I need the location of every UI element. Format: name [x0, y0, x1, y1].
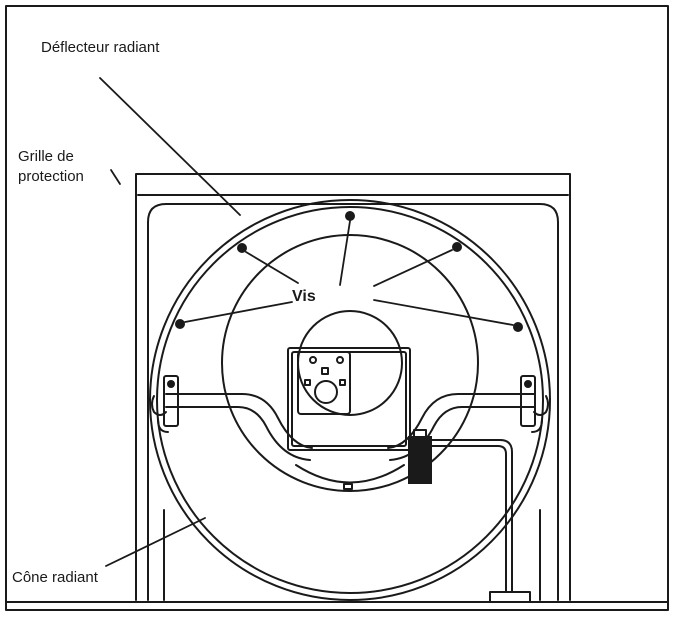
cone-leader-line: [105, 517, 206, 567]
screw-upper-left: [237, 243, 247, 253]
radiant-cone: [149, 199, 551, 601]
label-grille-de-protection: Grille de protection: [18, 147, 84, 187]
control-box: [287, 347, 411, 490]
label-vis: Vis: [292, 288, 316, 305]
deflector-leader-line: [99, 77, 241, 216]
screw-leader-lines: [184, 220, 514, 326]
label-cone-radiant: Cône radiant: [12, 569, 98, 586]
tube-right: [387, 393, 535, 461]
screw-top: [345, 211, 355, 221]
tube-left: [165, 393, 313, 461]
protection-grill: [135, 173, 571, 601]
screw-upper-right: [452, 242, 462, 252]
outer-frame: [5, 5, 669, 611]
screw-group: [175, 211, 523, 332]
bracket-right: [520, 375, 549, 433]
label-grille-line1: Grille de: [18, 148, 74, 165]
screw-left: [175, 319, 185, 329]
label-deflecteur-radiant: Déflecteur radiant: [41, 39, 160, 56]
bracket-left: [151, 375, 179, 433]
radiant-deflector: [221, 234, 479, 492]
screw-right: [513, 322, 523, 332]
label-grille-line2: protection: [18, 168, 84, 185]
ignition-unit: [408, 429, 531, 603]
grill-leader-line: [110, 169, 121, 185]
